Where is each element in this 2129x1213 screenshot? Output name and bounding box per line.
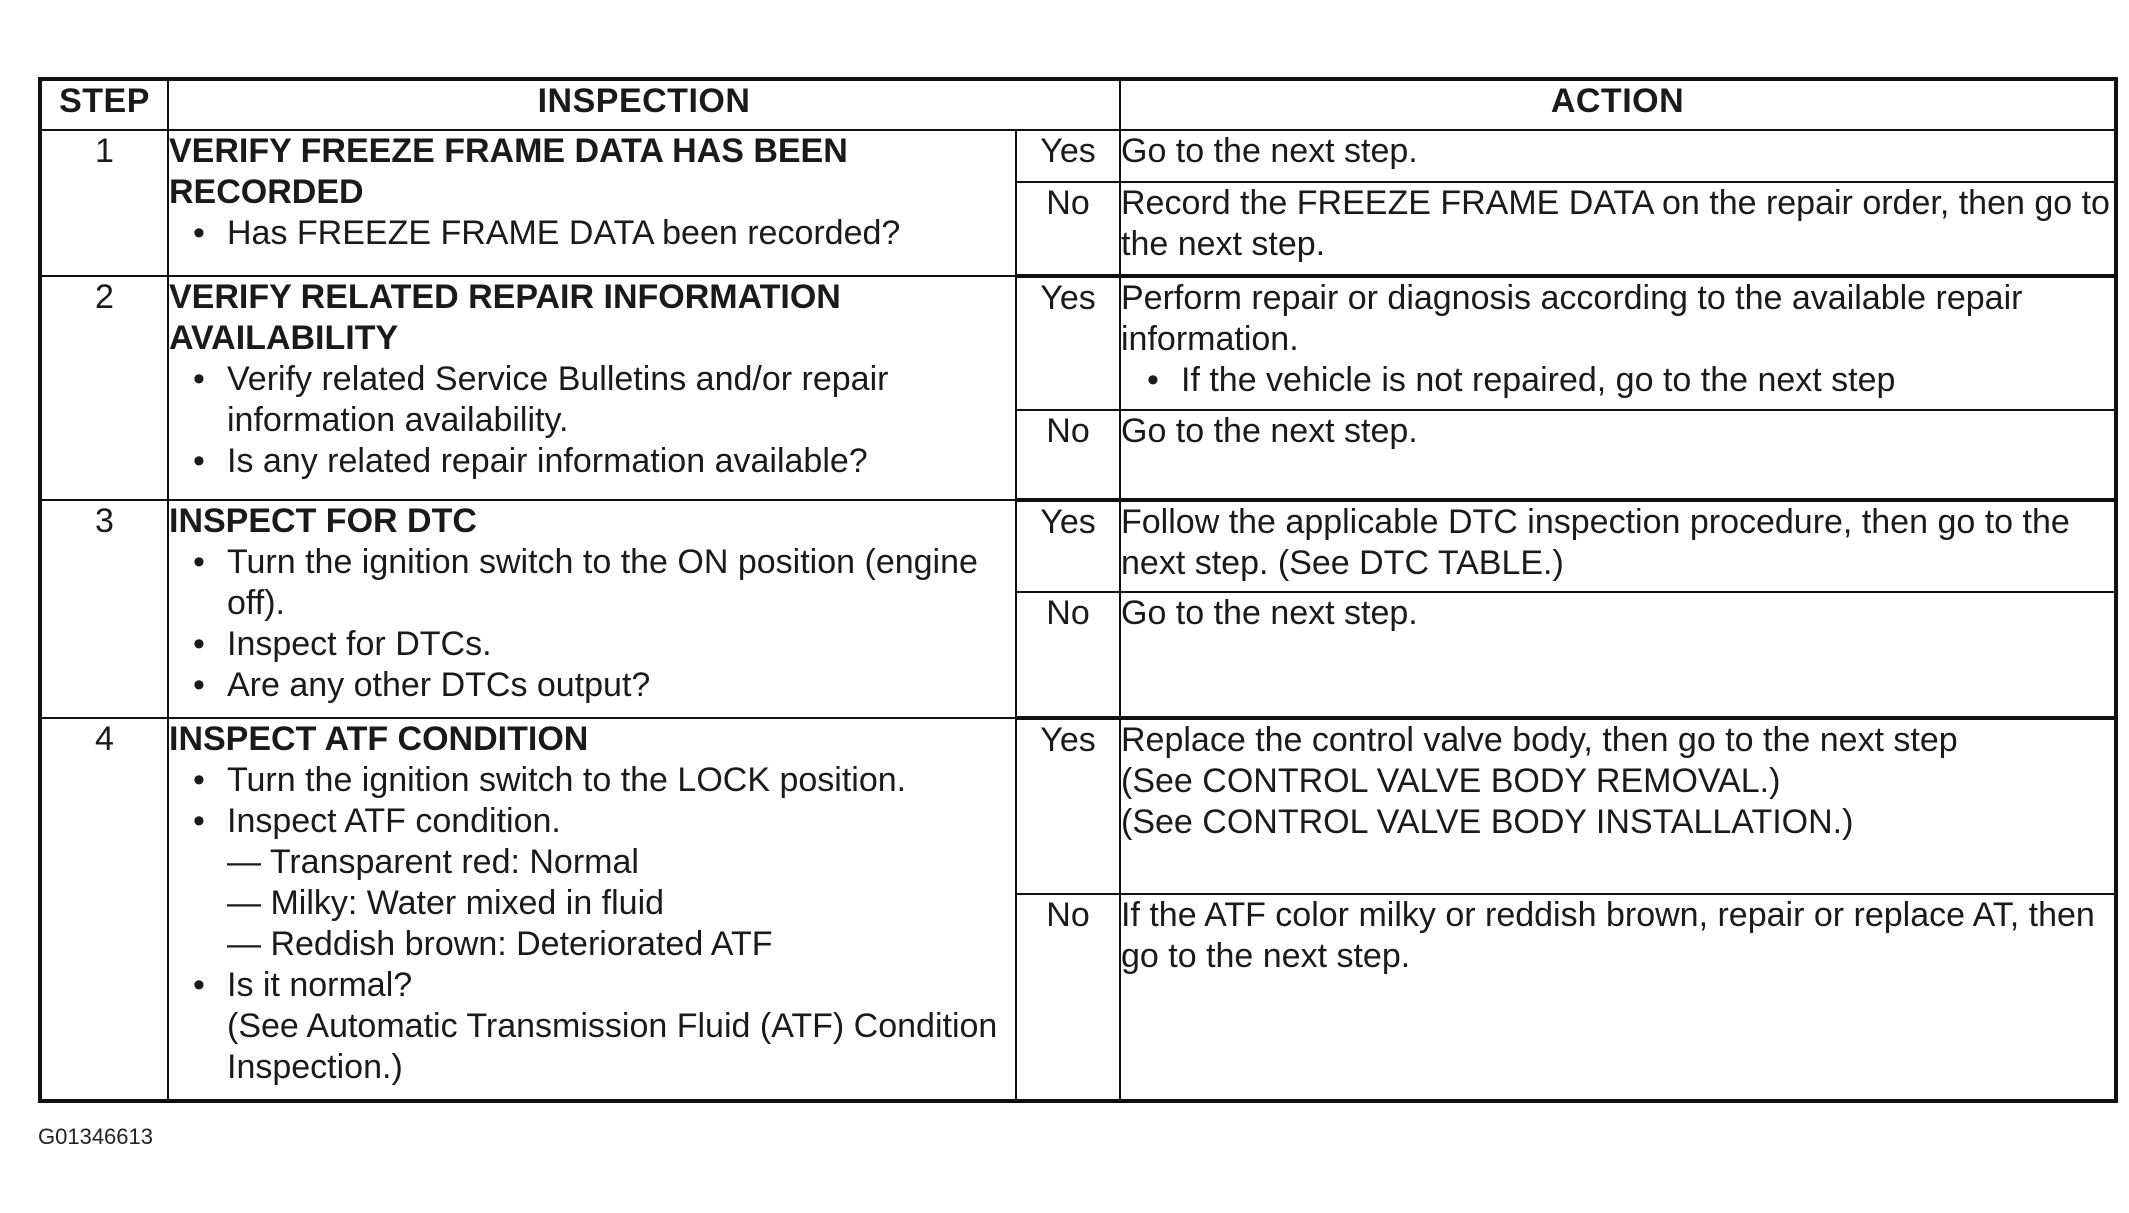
table-row: No Record the FREEZE FRAME DATA on the r…: [40, 181, 2117, 278]
no-action: Record the FREEZE FRAME DATA on the repa…: [1119, 181, 2117, 278]
yes-action: Follow the applicable DTC inspection pro…: [1119, 499, 2117, 593]
bullet-text: Is it normal?: [227, 966, 413, 1004]
inspection-title: INSPECT ATF CONDITION: [169, 720, 589, 758]
no-action: If the ATF color milky or reddish brown,…: [1119, 893, 2117, 1102]
yes-action: Replace the control valve body, then go …: [1121, 721, 1958, 759]
yes-label: Yes: [1015, 275, 1121, 411]
inspection-cell: INSPECT FOR DTC Turn the ignition switch…: [167, 499, 1017, 719]
sub-item: — Reddish brown: Deteriorated ATF: [227, 925, 773, 963]
yes-action: Perform repair or diagnosis according to…: [1121, 279, 2023, 358]
table-row: No Go to the next step.: [40, 409, 2117, 502]
action-bullets: If the vehicle is not repaired, go to th…: [1121, 360, 2114, 401]
no-label: No: [1015, 409, 1121, 502]
bullet-item: Verify related Service Bulletins and/or …: [193, 359, 1015, 441]
step-number: 2: [39, 275, 169, 501]
table-header-row: STEP INSPECTION ACTION: [39, 78, 2117, 131]
header-action: ACTION: [1119, 78, 2117, 131]
yes-action-cell: Perform repair or diagnosis according to…: [1119, 275, 2117, 411]
inspection-bullets: Turn the ignition switch to the ON posit…: [169, 542, 1015, 706]
inspection-title: VERIFY FREEZE FRAME DATA HAS BEEN RECORD…: [169, 132, 848, 211]
bullet-item: Is any related repair information availa…: [193, 441, 1015, 482]
sub-item: — Milky: Water mixed in fluid: [227, 884, 665, 922]
bullet-text: Inspect ATF condition.: [227, 802, 561, 840]
inspection-bullets: Has FREEZE FRAME DATA been recorded?: [169, 213, 1015, 254]
yes-label: Yes: [1015, 717, 1121, 895]
reference-text: (See CONTROL VALVE BODY INSTALLATION.): [1121, 803, 1854, 841]
yes-action: Go to the next step.: [1119, 129, 2117, 183]
inspection-cell: VERIFY FREEZE FRAME DATA HAS BEEN RECORD…: [167, 129, 1017, 277]
figure-id: G01346613: [38, 1124, 153, 1149]
header-step: STEP: [39, 78, 169, 131]
diagnostic-procedure-table: STEP INSPECTION ACTION 1 VERIFY FREEZE F…: [38, 77, 2118, 1103]
no-action: Go to the next step.: [1119, 591, 2117, 720]
inspection-bullets: Verify related Service Bulletins and/or …: [169, 359, 1015, 482]
table-row: 3 INSPECT FOR DTC Turn the ignition swit…: [39, 499, 2117, 719]
step-number: 1: [39, 129, 169, 277]
table-row: 2 VERIFY RELATED REPAIR INFORMATION AVAI…: [39, 275, 2117, 501]
bullet-item: Turn the ignition switch to the LOCK pos…: [193, 760, 1015, 801]
inspection-title: INSPECT FOR DTC: [169, 502, 477, 540]
reference-text: (See Automatic Transmission Fluid (ATF) …: [227, 1007, 998, 1086]
inspection-cell: INSPECT ATF CONDITION Turn the ignition …: [167, 717, 1017, 1102]
no-label: No: [1015, 591, 1121, 720]
inspection-bullets: Turn the ignition switch to the LOCK pos…: [169, 760, 1015, 1088]
inspection-title: VERIFY RELATED REPAIR INFORMATION AVAILA…: [169, 278, 841, 357]
inspection-cell: VERIFY RELATED REPAIR INFORMATION AVAILA…: [167, 275, 1017, 501]
no-action: Go to the next step.: [1119, 409, 2117, 502]
bullet-item: Is it normal? (See Automatic Transmissio…: [193, 965, 1015, 1088]
step-number: 3: [39, 499, 169, 719]
header-inspection: INSPECTION: [167, 78, 1121, 131]
no-label: No: [1015, 893, 1121, 1102]
table-row: No If the ATF color milky or reddish bro…: [40, 893, 2117, 1102]
step-number: 4: [39, 717, 169, 1102]
bullet-item: Inspect for DTCs.: [193, 624, 1015, 665]
bullet-item: Has FREEZE FRAME DATA been recorded?: [193, 213, 1015, 254]
yes-label: Yes: [1015, 499, 1121, 593]
yes-label: Yes: [1015, 129, 1121, 183]
bullet-item: Inspect ATF condition. — Transparent red…: [193, 801, 1015, 965]
table-row: No Go to the next step.: [40, 591, 2117, 720]
bullet-item: Are any other DTCs output?: [193, 665, 1015, 706]
no-label: No: [1015, 181, 1121, 278]
table-row: 4 INSPECT ATF CONDITION Turn the ignitio…: [39, 717, 2117, 1102]
yes-action-cell: Replace the control valve body, then go …: [1119, 717, 2117, 895]
bullet-item: Turn the ignition switch to the ON posit…: [193, 542, 1015, 624]
bullet-item: If the vehicle is not repaired, go to th…: [1147, 360, 2114, 401]
table-row: 1 VERIFY FREEZE FRAME DATA HAS BEEN RECO…: [39, 129, 2117, 277]
sub-item: — Transparent red: Normal: [227, 843, 639, 881]
reference-text: (See CONTROL VALVE BODY REMOVAL.): [1121, 762, 1781, 800]
